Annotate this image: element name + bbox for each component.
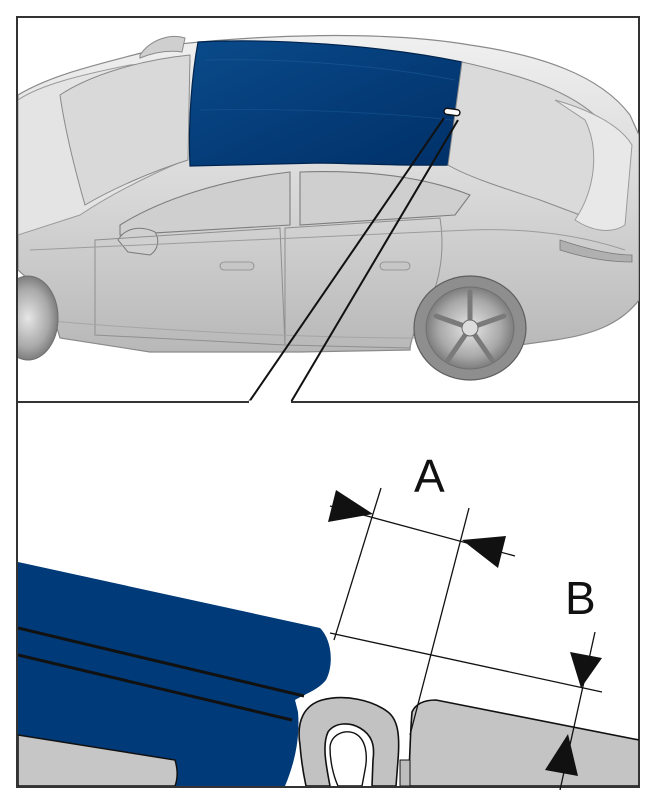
dimension-label-b: B: [565, 572, 596, 624]
seal-hollow: [329, 731, 367, 786]
front-sensor: [139, 35, 186, 59]
detail-callout-leader: [248, 117, 459, 403]
glass-roof-section: [18, 562, 331, 786]
dimension-label-a: A: [414, 450, 445, 502]
side-window-rear: [299, 171, 471, 226]
roof-frame-section: [18, 734, 178, 786]
glass-roof: [188, 40, 463, 167]
car-overview-panel: [18, 34, 639, 381]
detail-cross-section-panel: [18, 562, 639, 786]
detail-marker: [443, 107, 461, 117]
glass-laminate-line: [18, 653, 293, 722]
windshield-frame: [59, 54, 191, 206]
glass-laminate-line: [18, 626, 305, 698]
front-wheel: [18, 275, 59, 361]
rear-deck: [554, 99, 633, 231]
arrow-a-right: [462, 536, 506, 568]
arrow-b-top: [570, 652, 602, 688]
side-window-front: [119, 171, 291, 236]
arrow-b-bottom: [545, 734, 578, 776]
dimension-arrows: [328, 490, 602, 776]
arrow-a-left: [328, 490, 373, 522]
front-door-handle: [219, 261, 255, 271]
side-mirror: [117, 227, 159, 256]
roof-seal: [298, 696, 400, 786]
tail-light: [559, 239, 633, 263]
rear-door-handle: [379, 261, 411, 271]
rear-wheel: [413, 275, 527, 381]
